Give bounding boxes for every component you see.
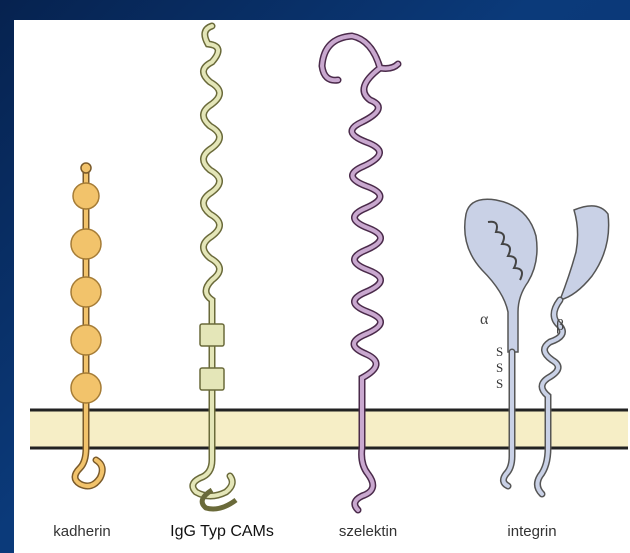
alpha-subunit-label: α bbox=[480, 311, 489, 328]
beta-subunit-label: β bbox=[556, 317, 564, 334]
igg-cam-label: IgG Typ CAMs bbox=[170, 523, 274, 541]
disulfide-label-3: S bbox=[496, 376, 503, 391]
cell-membrane bbox=[30, 410, 628, 448]
disulfide-label-2: S bbox=[496, 360, 503, 375]
kadherin-label: kadherin bbox=[53, 523, 111, 540]
integrin-label: integrin bbox=[507, 523, 556, 540]
integrin-molecule: S S S α β bbox=[465, 199, 609, 494]
disulfide-label-1: S bbox=[496, 344, 503, 359]
szelektin-label: szelektin bbox=[339, 523, 397, 540]
